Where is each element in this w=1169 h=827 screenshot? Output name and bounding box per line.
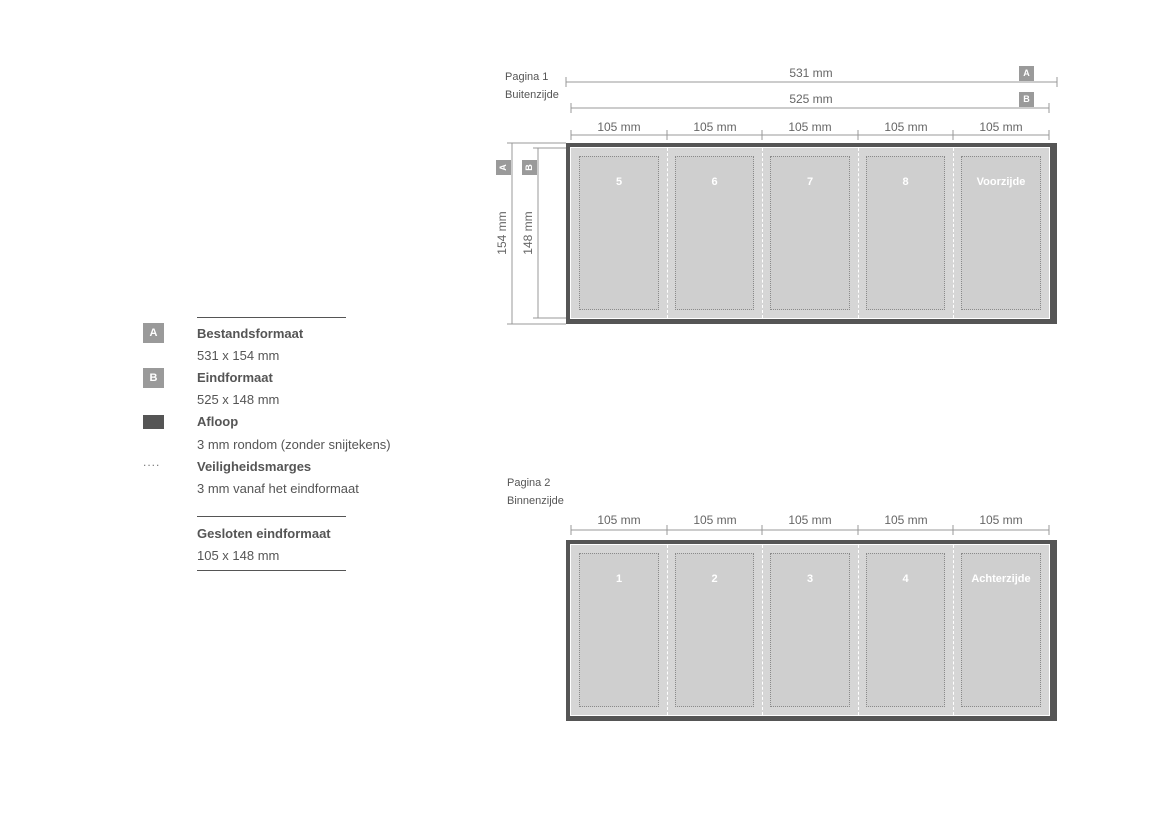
page1-panel-width: 105 mm [979, 120, 1023, 134]
page1-label-number: Pagina 1 [505, 71, 549, 83]
safety-margin [675, 156, 754, 310]
page1-height-b: 148 mm [521, 211, 535, 255]
fold-line [858, 148, 859, 318]
legend-value-bleed: 3 mm rondom (zonder snijtekens) [197, 437, 391, 452]
panel-label: 5 [615, 176, 623, 188]
page2-panel: 2 [667, 545, 762, 715]
page1-label: Pagina 1 Buitenzijde [505, 68, 559, 104]
fold-line [762, 148, 763, 318]
legend-value-file-format: 531 x 154 mm [197, 348, 280, 363]
page1-panel-width: 105 mm [788, 120, 832, 134]
page1-width-badge-a: A [1019, 66, 1034, 81]
panel-label: Achterzijde [971, 573, 1031, 585]
legend-title-safety: Veiligheidsmarges [197, 459, 312, 474]
panel-label: 4 [902, 573, 909, 585]
page2-panel-width: 105 mm [979, 513, 1023, 527]
page2-panel: 1 [571, 545, 667, 715]
panel-label: 7 [806, 176, 814, 188]
page1-panel-width: 105 mm [693, 120, 737, 134]
safety-margin [866, 156, 945, 310]
safety-margin [770, 553, 850, 707]
page2-panel-width: 105 mm [693, 513, 737, 527]
safety-margin [675, 553, 754, 707]
page1-height-badge-b: B [522, 160, 537, 175]
page2-panel-width: 105 mm [788, 513, 832, 527]
page1-width-badge-b: B [1019, 92, 1034, 107]
legend-top-rule [197, 317, 346, 318]
panel-label: Voorzijde [976, 176, 1026, 188]
panel-label: 8 [902, 176, 909, 188]
legend-title-bleed: Afloop [197, 414, 239, 429]
page1-width-a: 531 mm [789, 66, 833, 80]
page1-panel-width: 105 mm [597, 120, 641, 134]
fold-line [667, 148, 668, 318]
page2-label-number: Pagina 2 [507, 477, 551, 489]
legend-badge-b: B [143, 368, 164, 388]
page2-panel: 3 [762, 545, 858, 715]
safety-margin [961, 156, 1041, 310]
page1-panel-width: 105 mm [884, 120, 928, 134]
fold-line [858, 545, 859, 715]
legend-value-safety: 3 mm vanaf het eindformaat [197, 481, 359, 496]
safety-margin [579, 156, 659, 310]
page1-height-a: 154 mm [495, 211, 509, 255]
page1-panel: 7 [762, 148, 858, 318]
page1-panel: 6 [667, 148, 762, 318]
fold-line [953, 148, 954, 318]
page1-height-badge-a: A [496, 160, 511, 175]
page2-label: Pagina 2 Binnenzijde [507, 474, 564, 510]
legend-middle-rule [197, 516, 346, 517]
safety-margin [866, 553, 945, 707]
panel-label: 1 [615, 573, 623, 585]
page1-panel: Voorzijde [953, 148, 1049, 318]
legend-badge-a: A [143, 323, 164, 343]
legend-value-closed-format: 105 x 148 mm [197, 548, 280, 563]
page2-trim-area: 1 2 3 4 Achterzijde [570, 544, 1050, 716]
page1-label-side: Buitenzijde [505, 89, 559, 101]
page2-panel-width: 105 mm [884, 513, 928, 527]
safety-margin [961, 553, 1041, 707]
page2-panel-width: 105 mm [597, 513, 641, 527]
page1-bleed-area: 5 6 7 8 Voorzijde [566, 143, 1057, 324]
page2-panel: 4 [858, 545, 953, 715]
safety-margin [770, 156, 850, 310]
fold-line [762, 545, 763, 715]
legend-title-closed-format: Gesloten eindformaat [197, 526, 331, 541]
legend-title-file-format: Bestandsformaat [197, 326, 304, 341]
page2-bleed-area: 1 2 3 4 Achterzijde [566, 540, 1057, 721]
fold-line [667, 545, 668, 715]
legend-value-final-format: 525 x 148 mm [197, 392, 280, 407]
page1-panel: 8 [858, 148, 953, 318]
panel-label: 3 [806, 573, 814, 585]
legend-safety-dots-icon: .... [143, 455, 161, 469]
legend-title-final-format: Eindformaat [197, 370, 273, 385]
panel-label: 6 [711, 176, 718, 188]
page2-label-side: Binnenzijde [507, 495, 564, 507]
fold-line [953, 545, 954, 715]
legend-bleed-swatch [143, 415, 164, 429]
page1-panel: 5 [571, 148, 667, 318]
panel-label: 2 [711, 573, 718, 585]
page1-width-b: 525 mm [789, 92, 833, 106]
legend-bottom-rule [197, 570, 346, 571]
page2-panel: Achterzijde [953, 545, 1049, 715]
safety-margin [579, 553, 659, 707]
page1-trim-area: 5 6 7 8 Voorzijde [570, 147, 1050, 319]
